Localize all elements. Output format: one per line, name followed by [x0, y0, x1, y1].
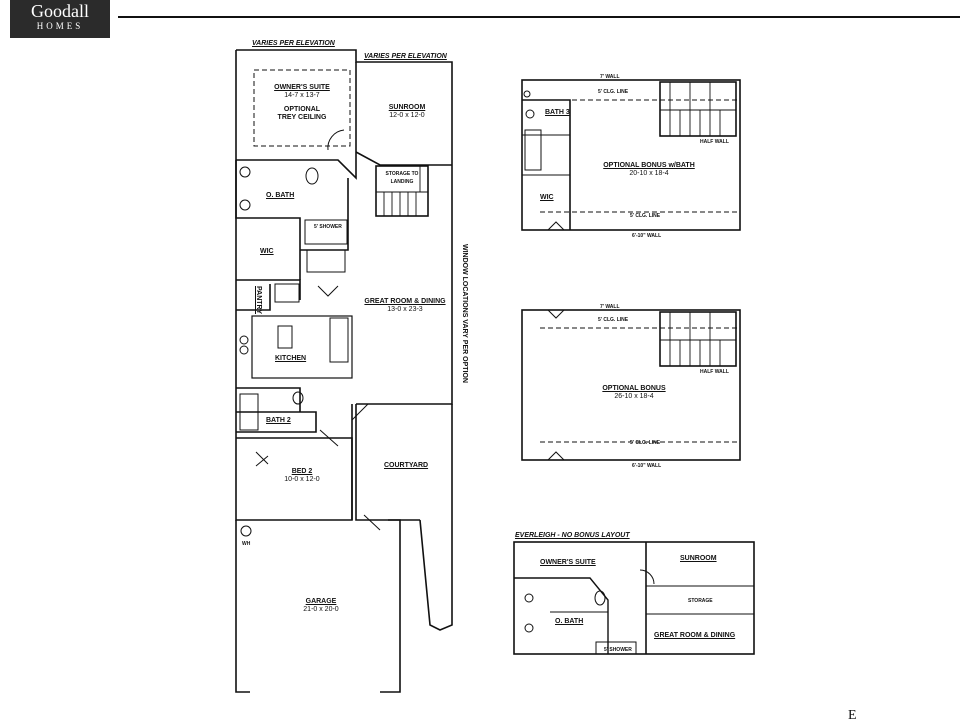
everleigh-shower: 5' SHOWER — [604, 647, 632, 653]
bed2-name: BED 2 — [291, 468, 313, 475]
everleigh-owners-suite: OWNER'S SUITE — [540, 559, 596, 566]
kitchen-label: KITCHEN — [275, 355, 307, 362]
owners-suite-size: 14-7 x 13-7 — [284, 92, 320, 99]
bonus-bath-walls — [521, 79, 741, 231]
great-room-size: 13-0 x 23-3 — [387, 306, 423, 313]
storage-line1: STORAGE TO — [385, 171, 419, 177]
bonus-bath-wall-bottom: 6'-10" WALL — [632, 233, 662, 239]
o-bath-label: O. BATH — [266, 192, 295, 199]
bonus-bath-clg-bottom: 5' CLG. LINE — [630, 213, 661, 219]
everleigh-great-room: GREAT ROOM & DINING — [654, 632, 736, 639]
bed2-label: BED 2 10-0 x 12-0 — [276, 468, 328, 484]
everleigh-storage: STORAGE — [688, 598, 713, 604]
bonus-clg-bottom: 5' CLG. LINE — [630, 440, 661, 446]
window-note-label: WINDOW LOCATIONS VARY PER OPTION — [461, 244, 468, 383]
owners-suite-label: OWNER'S SUITE 14-7 x 13-7 OPTIONAL TREY … — [262, 84, 342, 122]
everleigh-o-bath: O. BATH — [555, 618, 584, 625]
garage-name: GARAGE — [305, 598, 337, 605]
bonus-wall-top: 7' WALL — [600, 304, 620, 310]
sunroom-label: SUNROOM 12-0 x 12-0 — [372, 104, 442, 120]
bonus-half-wall: HALF WALL — [700, 369, 729, 375]
everleigh-sunroom: SUNROOM — [680, 555, 717, 562]
storage-line2: LANDING — [390, 179, 414, 185]
goodall-homes-logo: Goodall HOMES — [10, 0, 110, 38]
bath2-label: BATH 2 — [266, 417, 291, 424]
bonus-bath-wall-top: 7' WALL — [600, 74, 620, 80]
bonus-clg-top: 5' CLG. LINE — [598, 317, 629, 323]
wh-label: WH — [242, 541, 251, 547]
garage-label: GARAGE 21-0 x 20-0 — [282, 598, 360, 614]
footer-title: E — [848, 708, 857, 723]
bonus-bath-clg-top: 5' CLG. LINE — [598, 89, 629, 95]
bonus-bath-wic: WIC — [540, 194, 554, 201]
varies-elevation-label-2: VARIES PER ELEVATION — [364, 53, 447, 60]
varies-elevation-label-1: VARIES PER ELEVATION — [252, 40, 335, 47]
storage-label: STORAGE TO LANDING — [376, 170, 428, 186]
main-plan-walls — [235, 49, 453, 693]
header-rule — [118, 16, 960, 18]
everleigh-title: EVERLEIGH - NO BONUS LAYOUT — [515, 532, 630, 539]
sunroom-name: SUNROOM — [388, 104, 426, 111]
pantry-label: PANTRY — [255, 286, 262, 314]
sunroom-size: 12-0 x 12-0 — [389, 112, 425, 119]
owners-suite-note1: OPTIONAL — [283, 106, 321, 113]
bonus-wall-bottom: 6'-10" WALL — [632, 463, 662, 469]
owners-suite-note2: TREY CEILING — [277, 114, 327, 121]
bonus-walls — [521, 309, 741, 461]
bed2-size: 10-0 x 12-0 — [284, 476, 320, 483]
garage-size: 21-0 x 20-0 — [303, 606, 339, 613]
bonus-room-label: OPTIONAL BONUS 26-10 x 18-4 — [594, 385, 674, 401]
great-room-name: GREAT ROOM & DINING — [364, 298, 446, 305]
bath3-label: BATH 3 — [545, 109, 570, 116]
wic-label: WIC — [260, 248, 274, 255]
bonus-name: OPTIONAL BONUS — [602, 385, 666, 392]
logo-sub: HOMES — [36, 21, 84, 31]
owners-suite-name: OWNER'S SUITE — [274, 84, 330, 91]
bonus-bath-size: 20-10 x 18-4 — [629, 170, 669, 177]
bonus-size: 26-10 x 18-4 — [614, 393, 654, 400]
bonus-bath-name: OPTIONAL BONUS w/BATH — [603, 162, 695, 169]
everleigh-walls — [513, 541, 755, 655]
shower-label: 5' SHOWER — [314, 224, 342, 230]
bonus-bath-half-wall: HALF WALL — [700, 139, 729, 145]
bonus-bath-room-label: OPTIONAL BONUS w/BATH 20-10 x 18-4 — [594, 162, 704, 178]
courtyard-label: COURTYARD — [384, 462, 429, 469]
logo-brand: Goodall — [31, 1, 89, 21]
great-room-label: GREAT ROOM & DINING 13-0 x 23-3 — [362, 298, 448, 314]
